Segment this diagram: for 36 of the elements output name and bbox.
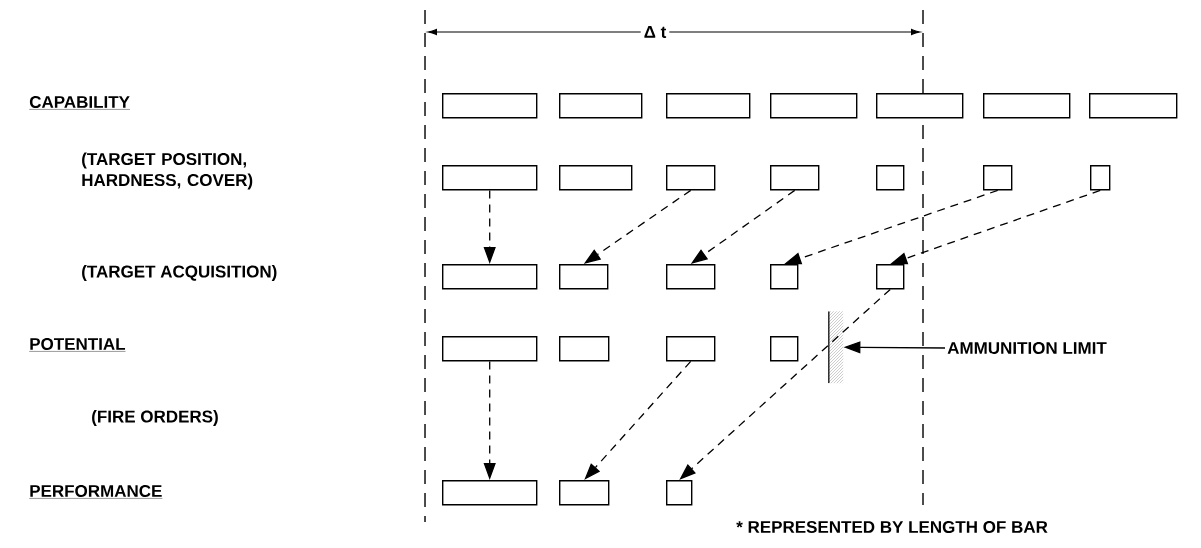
bar [876, 93, 964, 119]
bar [442, 264, 538, 290]
section-heading: PERFORMANCE [29, 484, 163, 499]
bar [559, 93, 643, 119]
row-label: (TARGET POSITION, HARDNESS, COVER) [82, 152, 253, 190]
bar [442, 165, 538, 191]
row-label: (FIRE ORDERS) [92, 410, 218, 426]
bar [983, 165, 1013, 191]
bar [983, 93, 1071, 119]
bar [442, 93, 538, 119]
bar [876, 264, 905, 290]
bar [666, 93, 751, 119]
bar [770, 165, 820, 191]
bar [666, 336, 716, 362]
bar [1089, 93, 1178, 119]
bar [442, 336, 538, 362]
arrow [584, 360, 692, 480]
bar [770, 336, 799, 362]
bar [559, 480, 610, 506]
section-heading: CAPABILITY [29, 96, 131, 110]
bar [770, 264, 799, 290]
bar [770, 93, 858, 119]
bar [666, 480, 693, 506]
bar [442, 480, 538, 506]
row-label: (TARGET ACQUISITION) [82, 265, 277, 281]
dimension-label: Δ t [640, 23, 670, 41]
bar [559, 264, 609, 290]
footnote: * REPRESENTED BY LENGTH OF BAR [736, 520, 1048, 533]
bar [559, 336, 610, 362]
bar [666, 165, 716, 191]
limit-label: AMMUNITION LIMIT [947, 341, 1107, 354]
bar [559, 165, 633, 191]
bar [1090, 165, 1111, 191]
bar [876, 165, 905, 191]
bar [666, 264, 716, 290]
section-heading: POTENTIAL [29, 337, 126, 352]
